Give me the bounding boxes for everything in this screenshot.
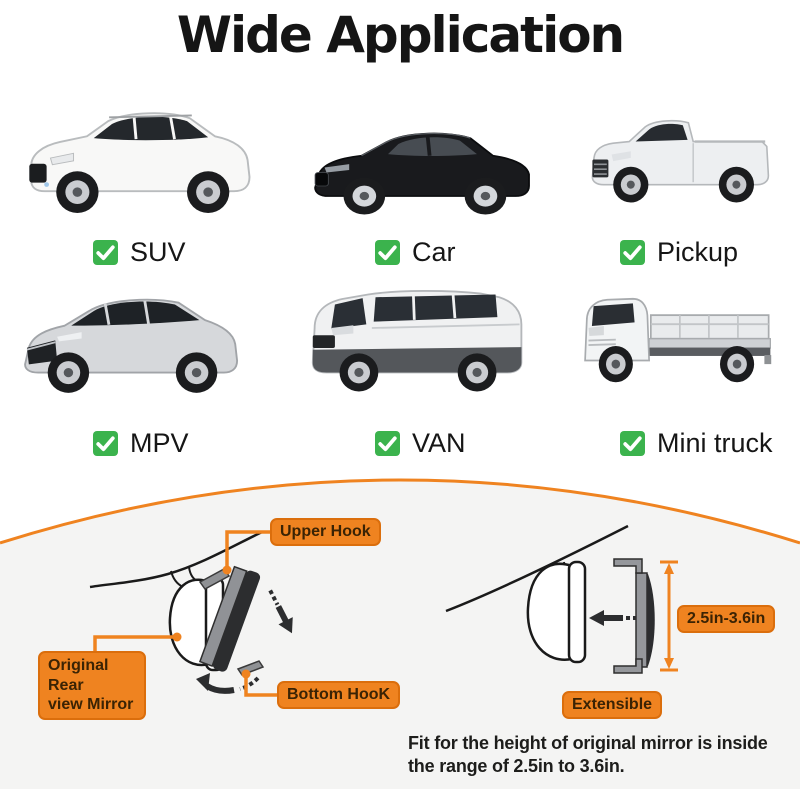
left-diagram <box>89 530 293 697</box>
vehicle-label-mini-truck: Mini truck <box>620 427 773 458</box>
check-icon <box>375 430 400 456</box>
original-mirror-label-line1: Original Rear <box>48 657 109 694</box>
monitor-panel <box>198 565 261 672</box>
right-diagram <box>445 524 678 674</box>
mpv-icon <box>24 298 239 393</box>
upper-hook-connector <box>225 530 270 567</box>
check-icon <box>620 239 645 265</box>
van-icon <box>311 290 523 392</box>
sedan-icon <box>314 132 530 215</box>
rotate-arrow-dashes <box>239 676 260 691</box>
vehicle-label-pickup: Pickup <box>620 236 739 267</box>
upper-hook-label: Upper Hook <box>270 518 381 546</box>
rotate-arrow <box>205 683 235 694</box>
original-mirror-label-line2: view Mirror <box>48 696 134 714</box>
vehicle-label-text: MPV <box>130 427 189 458</box>
vehicle-label-text: Car <box>412 236 456 267</box>
vehicle-label-text: Mini truck <box>657 427 773 458</box>
mini-truck-icon <box>584 297 772 383</box>
height-measure <box>660 560 678 672</box>
vehicle-label-text: VAN <box>412 427 466 458</box>
check-icon <box>93 430 118 456</box>
bottom-hook-label: Bottom HooK <box>277 681 401 709</box>
vehicle-label-suv: SUV <box>93 236 186 267</box>
check-icon <box>375 239 400 265</box>
extensible-label: Extensible <box>562 691 663 719</box>
mirror-diagram-art <box>0 470 800 697</box>
check-icon <box>620 430 645 456</box>
vehicle-label-car: Car <box>375 236 456 267</box>
vehicle-label-text: Pickup <box>657 236 739 267</box>
bottom-hook-connector <box>244 676 277 697</box>
range-label: 2.5in-3.6in <box>677 605 776 633</box>
vehicle-label-van: VAN <box>375 427 466 458</box>
arc-line <box>0 478 800 545</box>
suv-icon <box>29 112 251 213</box>
vehicle-label-mpv: MPV <box>93 427 189 458</box>
page-title: Wide Application <box>176 6 625 64</box>
clamp-bracket <box>613 558 655 674</box>
upper-hook-part <box>198 568 231 590</box>
installation-diagram-section: Upper Hook Original Rear view Mirror Bot… <box>0 470 800 789</box>
original-mirror-label: Original Rear view Mirror <box>38 651 146 720</box>
arc-mask <box>0 470 800 543</box>
check-icon <box>93 239 118 265</box>
vehicle-label-text: SUV <box>130 236 186 267</box>
fit-note: Fit for the height of original mirror is… <box>408 733 768 776</box>
attach-arrow <box>589 610 637 626</box>
pickup-icon <box>591 119 770 203</box>
original-mirror-connector <box>93 635 174 652</box>
slide-down-arrow <box>268 589 293 634</box>
